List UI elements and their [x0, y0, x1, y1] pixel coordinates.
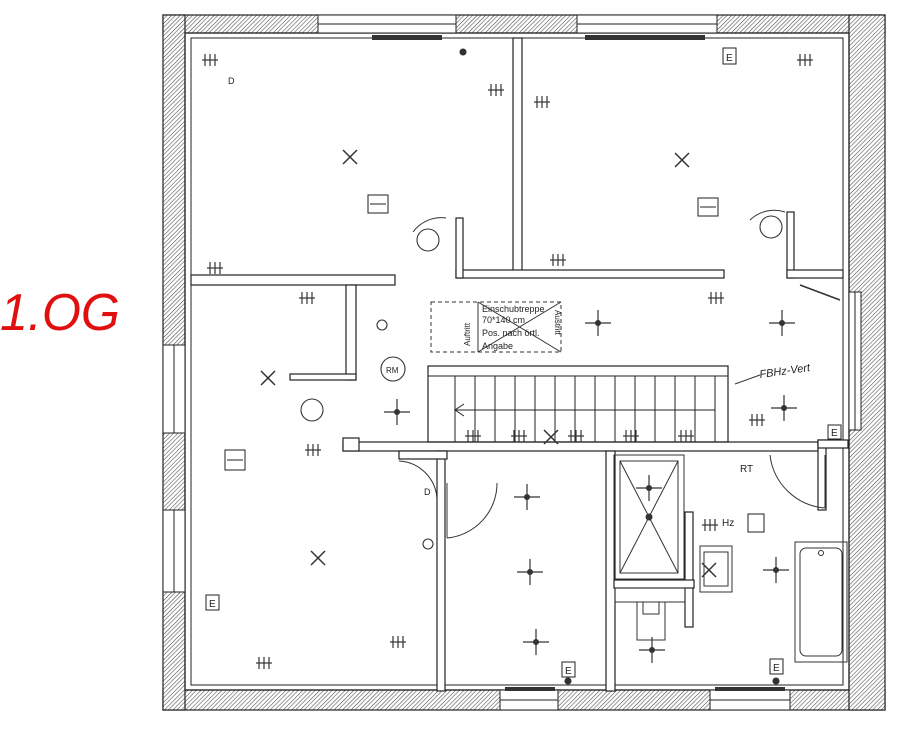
attic-hatch-text-3: Pos. nach örtl. [482, 328, 540, 338]
wall-lights [383, 309, 798, 664]
d-label-2: D [424, 487, 431, 497]
rt-label: RT [740, 464, 753, 475]
attic-hatch: Einschubtreppe 70*140 cm Pos. nach örtl.… [430, 301, 562, 353]
e-marker: E [209, 599, 216, 610]
smoke-detector-label: RM [386, 366, 399, 375]
heater-note: FBHz-Vert [759, 362, 812, 381]
e-marker: E [565, 666, 572, 677]
attic-hatch-text-1: Einschubtreppe [482, 304, 545, 314]
e-marker: E [831, 428, 838, 439]
hz-label: Hz [722, 518, 734, 529]
circled-symbols: RM [300, 215, 783, 422]
e-marker: E [726, 53, 733, 64]
attic-hatch-text-2: 70*140 cm [482, 315, 525, 325]
auftritt-label: Auftritt [463, 322, 472, 346]
windows [162, 14, 862, 711]
d-label-1: D [228, 76, 235, 86]
switch-boxes [224, 48, 780, 685]
outer-walls [162, 14, 886, 711]
floor-annotation: 1.OG [0, 284, 120, 342]
bathroom-fixtures [398, 209, 848, 663]
e-markers: E E E E E [205, 47, 842, 678]
sockets [201, 53, 814, 670]
interior-walls [190, 37, 849, 692]
attic-hatch-text-4: Angabe [482, 341, 513, 351]
e-marker: E [773, 663, 780, 674]
austritt-label: Austritt [553, 310, 562, 336]
staircase [427, 365, 729, 443]
